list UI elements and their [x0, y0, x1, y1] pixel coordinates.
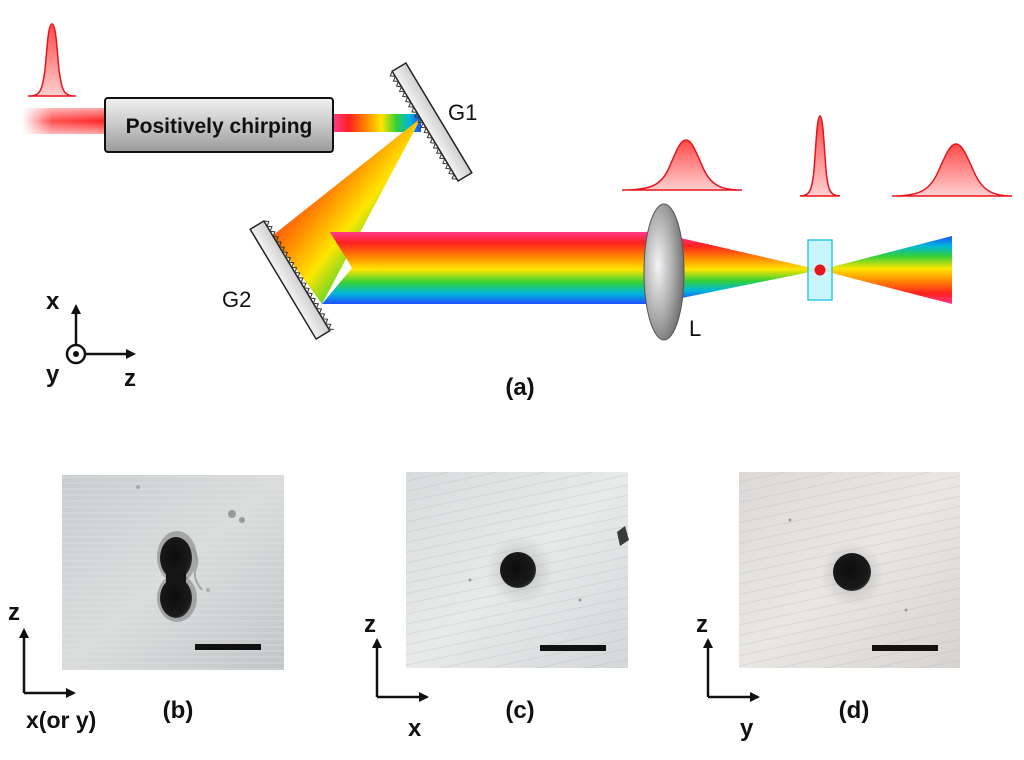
caption-d: (d) [839, 697, 870, 724]
axes-b: z x(or y) [8, 599, 96, 733]
axis-c-vertical: z [364, 611, 376, 638]
dispersed-fan [272, 118, 421, 304]
caption-b: (b) [163, 697, 194, 724]
grating-g1 [389, 61, 473, 183]
axis-b-vertical: z [8, 599, 20, 626]
scale-bar-b [195, 644, 261, 650]
setup-diagram: Positively chirping G1 G2 L [22, 23, 1013, 401]
focus-dot [814, 264, 826, 276]
chirper-label: Positively chirping [126, 115, 313, 138]
sample [807, 239, 833, 301]
grating-g2 [249, 219, 334, 341]
axes-main: x y z [46, 288, 136, 392]
axis-y-label: y [46, 361, 60, 388]
axis-d-vertical: z [696, 611, 708, 638]
ablation-hole-c [500, 552, 536, 588]
ablation-hole-b [160, 537, 192, 579]
panel-c: z x (c) [364, 472, 629, 742]
panel-b: z x(or y) (b) [8, 475, 284, 733]
axis-b-horizontal: x(or y) [26, 707, 96, 733]
converging-beam [672, 236, 820, 300]
grating-g2-label: G2 [222, 287, 251, 312]
grating-g1-label: G1 [448, 100, 477, 125]
pulse-at-focus-icon [799, 115, 841, 197]
lens-icon [643, 203, 685, 341]
input-pulse-icon [27, 23, 77, 97]
axis-c-horizontal: x [408, 715, 422, 742]
ablation-hole-d [833, 553, 871, 591]
caption-a: (a) [505, 374, 534, 401]
scale-bar-c [540, 645, 606, 651]
caption-c: (c) [505, 697, 534, 724]
pulse-before-focus-icon [621, 139, 743, 191]
lens-label: L [689, 316, 701, 341]
scale-bar-d [872, 645, 938, 651]
axis-d-horizontal: y [740, 715, 754, 742]
axis-z-label: z [124, 365, 136, 392]
axis-x-label: x [46, 288, 60, 315]
diverging-beam [820, 236, 952, 304]
chirper-box [104, 97, 334, 153]
axes-c: z x [364, 611, 429, 742]
pulse-after-focus-icon [891, 143, 1013, 197]
axes-d: z y [696, 611, 760, 742]
chirped-beam [333, 114, 421, 132]
panel-d: z y (d) [696, 472, 960, 742]
